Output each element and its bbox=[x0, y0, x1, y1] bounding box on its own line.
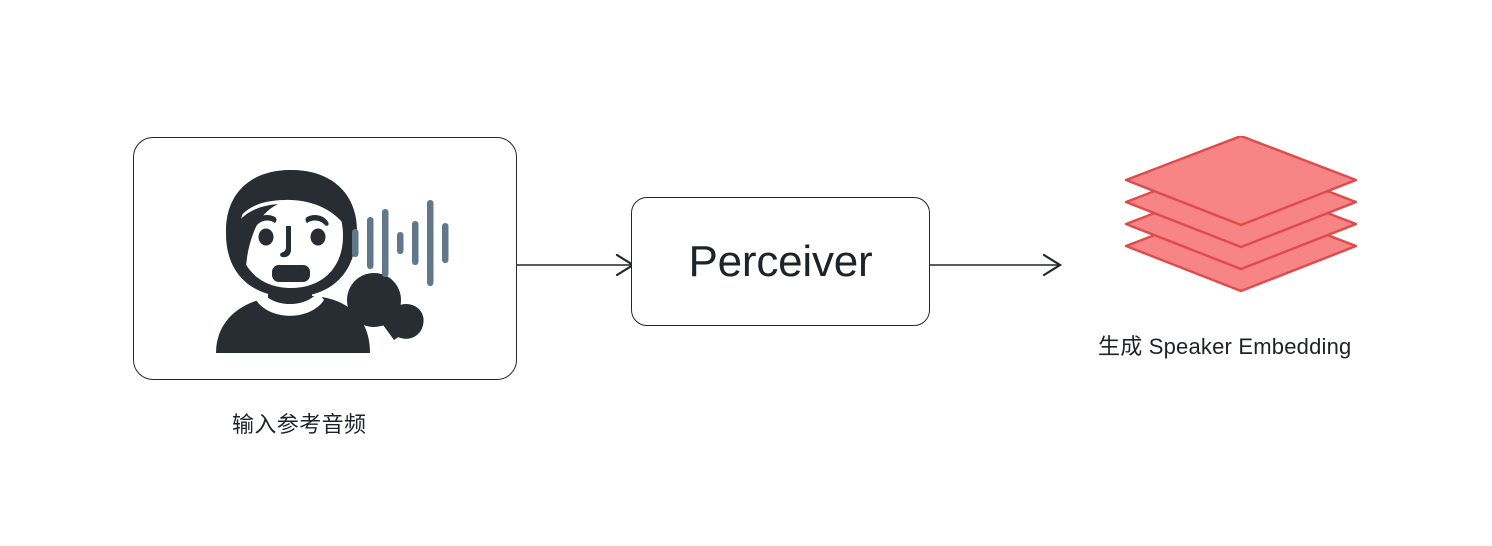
perceiver-module[interactable]: Perceiver bbox=[631, 197, 930, 326]
edge-audio-to-perceiver bbox=[517, 247, 636, 283]
perceiver-label: Perceiver bbox=[688, 236, 873, 286]
speaking-person-with-microphone-and-waveform-icon bbox=[196, 168, 456, 353]
stacked-layers-icon bbox=[1118, 136, 1364, 298]
stack-layer-1 bbox=[1124, 136, 1358, 227]
input-reference-audio-caption: 输入参考音频 bbox=[232, 412, 367, 437]
edge-perceiver-to-embedding bbox=[930, 247, 1063, 283]
speaker-embedding-caption: 生成 Speaker Embedding bbox=[1098, 334, 1352, 359]
